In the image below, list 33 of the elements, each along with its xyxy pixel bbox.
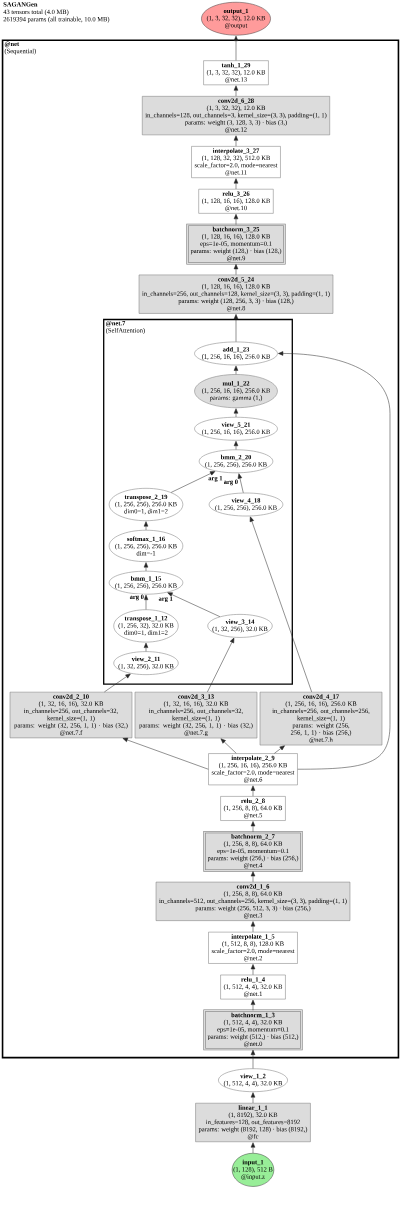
arrow [233, 314, 239, 342]
arrow [278, 351, 391, 770]
arrow [143, 642, 149, 652]
arrow [170, 471, 216, 493]
arrow [250, 821, 256, 833]
arrow [233, 408, 239, 418]
arrow [233, 135, 239, 147]
arrow [250, 964, 256, 975]
arrow [250, 1092, 256, 1104]
arrow [207, 637, 235, 693]
arrow [250, 921, 256, 933]
arrow [143, 562, 149, 572]
arrow [143, 594, 149, 610]
arrow [104, 673, 131, 693]
arrow [237, 473, 244, 494]
arrow [250, 871, 256, 883]
arrow [250, 999, 256, 1011]
arrow [143, 521, 149, 531]
arrow [250, 1049, 256, 1069]
arrow [233, 440, 239, 450]
arrow [167, 592, 221, 617]
arrow [233, 85, 239, 97]
arrow [122, 737, 209, 770]
arrow [250, 785, 256, 797]
arrow [233, 365, 239, 375]
arrow [233, 214, 239, 225]
arrow [233, 178, 239, 190]
arrow [249, 516, 312, 693]
arrow [274, 745, 285, 754]
arrow [233, 264, 239, 275]
arrow [250, 1142, 256, 1154]
arrow [220, 738, 237, 754]
arrow [233, 35, 239, 61]
